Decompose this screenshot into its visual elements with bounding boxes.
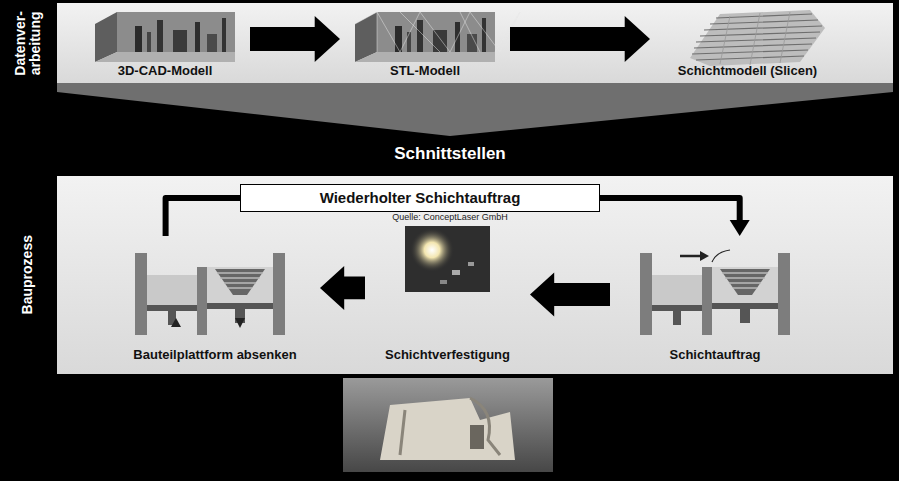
block-arrow bbox=[250, 16, 340, 62]
section-band: Datenver- arbeitung 3D-CAD-Modell STL-Mode… bbox=[0, 3, 893, 83]
process-step: Schichtauftrag bbox=[620, 236, 810, 366]
loop-line bbox=[166, 198, 240, 236]
block-arrow bbox=[320, 266, 365, 310]
section-band: Bauprozess Wiederholter SchichtauftragBau… bbox=[0, 176, 893, 374]
flow-arrow bbox=[600, 198, 750, 236]
flow-arrow bbox=[510, 16, 650, 62]
step-caption: Schichtmodell (Slicen) bbox=[678, 64, 817, 79]
side-strip: Bauprozess bbox=[0, 176, 55, 374]
step-caption: Schnittstellen bbox=[394, 144, 505, 164]
step-caption: Bauteilplattform absenken bbox=[133, 348, 296, 363]
process-step: Schichtverfestigung bbox=[375, 224, 520, 366]
step-caption: Wiederholter Schichtauftrag bbox=[320, 189, 521, 206]
process-step: Bauteilplattform absenken bbox=[120, 236, 310, 366]
block-arrow bbox=[530, 273, 610, 317]
arrow-head bbox=[730, 220, 750, 236]
interface-label: Schnittstellen bbox=[360, 140, 540, 168]
model-image: Schichtmodell (Slicen) bbox=[660, 8, 835, 82]
section-title: Bauprozess bbox=[20, 180, 35, 370]
flow-arrow bbox=[166, 198, 240, 236]
flow-arrow bbox=[250, 16, 340, 62]
step-caption: Schichtauftrag bbox=[669, 348, 760, 363]
section-title: Datenver- arbeitung bbox=[12, 5, 43, 81]
step-caption: 3D-CAD-Modell bbox=[118, 64, 213, 79]
side-strip: Datenver- arbeitung bbox=[0, 3, 55, 83]
flow-arrow bbox=[530, 273, 610, 317]
step-caption: Schichtverfestigung bbox=[385, 348, 510, 363]
model-image: 3D-CAD-Modell bbox=[90, 8, 240, 82]
step-caption: STL-Modell bbox=[390, 64, 460, 79]
model-image: STL-Modell bbox=[350, 8, 500, 82]
process-box: Wiederholter Schichtauftrag bbox=[240, 184, 600, 212]
source-note: Quelle: ConceptLaser GmbH bbox=[380, 212, 520, 222]
block-arrow bbox=[510, 16, 650, 62]
loop-line bbox=[600, 198, 740, 224]
flow-arrow bbox=[320, 266, 365, 310]
